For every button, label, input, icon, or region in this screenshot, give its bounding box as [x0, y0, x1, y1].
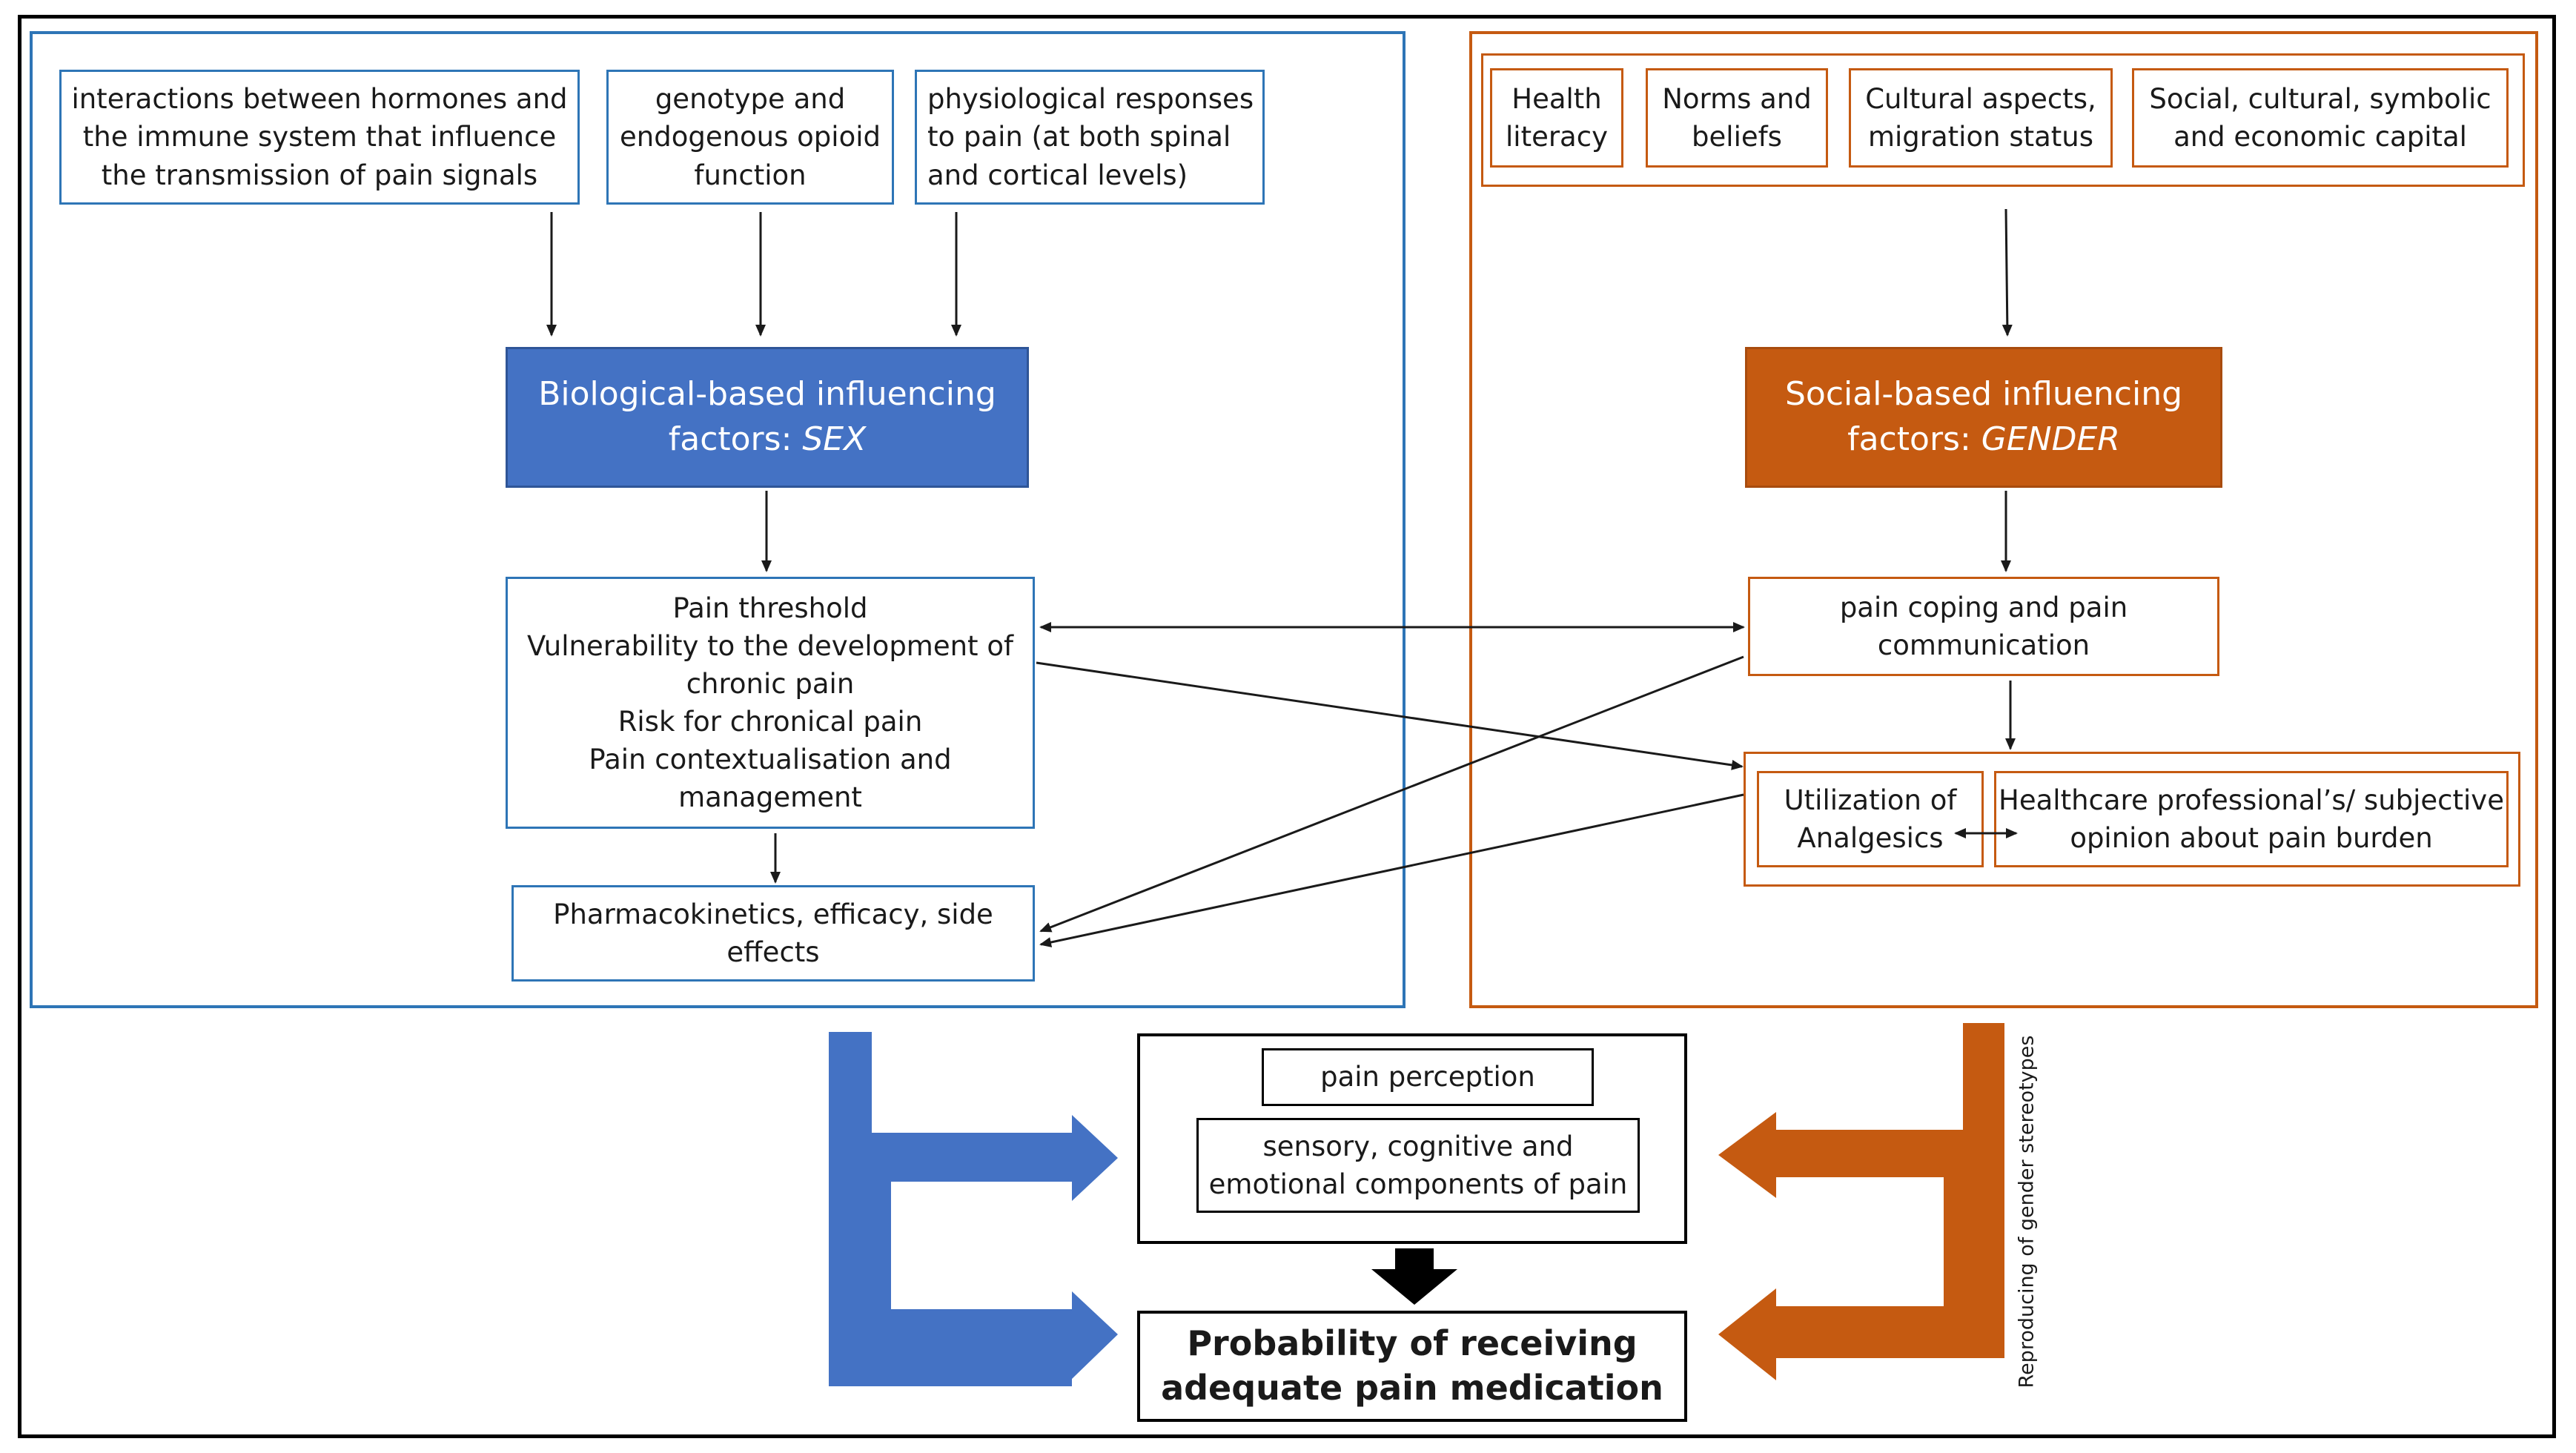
outcome-risk: Risk for chronical pain: [617, 706, 923, 738]
bio-pharmaco-box: Pharmacokinetics, efficacy, side effects: [511, 885, 1035, 982]
outcome-vulnerability: Vulnerability to the development of chro…: [526, 629, 1013, 700]
soc-professional-box: Healthcare professional’s/ subjective op…: [1994, 771, 2509, 867]
outcome-contextualisation: Pain contextualisation and management: [589, 744, 952, 814]
outer-frame: [18, 15, 2556, 1438]
black-down-arrow: [1371, 1248, 1457, 1305]
soc-analgesics-box: Utilization of Analgesics: [1757, 771, 1984, 867]
social-panel: [1469, 31, 2538, 1008]
bio-header-emph: SEX: [802, 420, 867, 458]
outcome-pain-threshold: Pain threshold: [672, 592, 868, 624]
bio-header-box: Biological-based influencing factors: SE…: [506, 347, 1029, 488]
bio-outcomes-box: Pain threshold Vulnerability to the deve…: [506, 577, 1035, 829]
soc-input-capital: Social, cultural, symbolic and economic …: [2132, 68, 2509, 168]
soc-input-norms: Norms and beliefs: [1646, 68, 1828, 168]
center-pain-perception-box: pain perception: [1262, 1048, 1594, 1106]
social-outcomes-group: [1744, 752, 2520, 887]
arrow-coping-to-pharmaco: [1039, 655, 1744, 933]
blue-flow-arrow: [829, 1032, 1118, 1386]
arrow-socinputs-to-soc: [2001, 208, 2013, 337]
bio-header-text: Biological-based influencing factors:: [538, 375, 996, 458]
social-inputs-group: [1481, 53, 2525, 187]
soc-header-box: Social-based influencing factors: GENDER: [1745, 347, 2222, 488]
bio-input-hormones: interactions between hormones and the im…: [59, 70, 580, 205]
soc-coping-box: pain coping and pain communication: [1748, 577, 2219, 676]
orange-flow-arrow: [1718, 1023, 2004, 1380]
soc-header-text: Social-based influencing factors:: [1784, 375, 2183, 458]
soc-input-health-literacy: Health literacy: [1490, 68, 1623, 168]
soc-header-emph: GENDER: [1981, 420, 2120, 458]
soc-input-cultural: Cultural aspects, migration status: [1849, 68, 2113, 168]
center-components-box: sensory, cognitive and emotional compone…: [1196, 1118, 1640, 1213]
arrow-outcomes-to-analgesics: [1036, 661, 1744, 770]
bio-input-genotype: genotype and endogenous opioid function: [606, 70, 894, 205]
center-perception-group: [1137, 1033, 1687, 1244]
biological-panel: [30, 31, 1405, 1008]
arrow-analgesics-to-pharmaco: [1039, 793, 1744, 947]
bio-input-physiological: physiological responses to pain (at both…: [915, 70, 1265, 205]
center-result-box: Probability of receiving adequate pain m…: [1137, 1311, 1687, 1422]
